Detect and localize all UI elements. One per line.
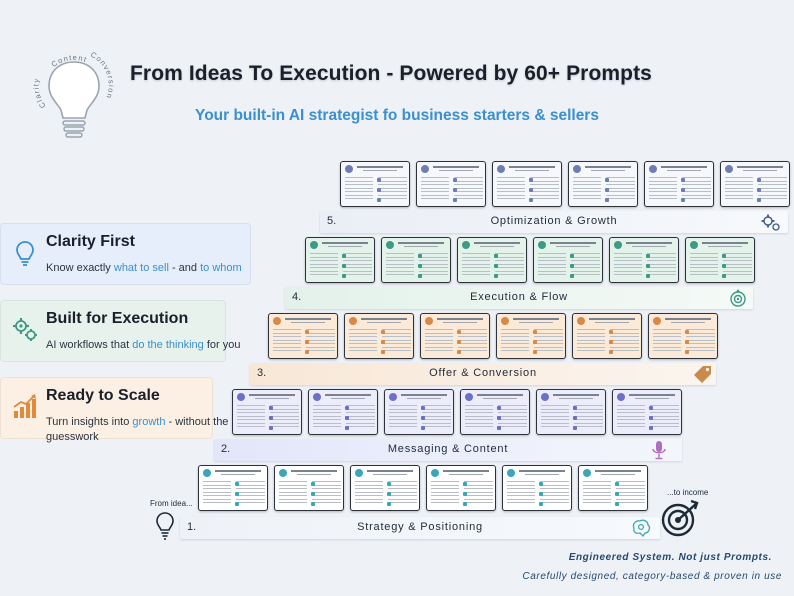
page-title: From Ideas To Execution - Powered by 60+… (130, 62, 652, 85)
lightbulb-logo-icon: Clarity Content Conversion (31, 50, 115, 138)
step-number: 1. (187, 521, 197, 533)
step-label: Messaging & Content (387, 443, 509, 455)
feature-description: Turn insights into growth - without the … (46, 416, 229, 443)
feature-description: Know exactly what to sell - and to whom (46, 262, 242, 274)
prompt-card-thumbnail (612, 389, 682, 435)
prompt-card-thumbnail (268, 313, 338, 359)
prompt-card-thumbnail (533, 237, 603, 283)
step-bar-1: 1. Strategy & Positioning (180, 517, 660, 539)
feature-title: Clarity First (46, 233, 135, 250)
prompt-card-thumbnail (381, 237, 451, 283)
step-bar-4: 4. Execution & Flow (285, 287, 753, 309)
step-label: Execution & Flow (470, 291, 568, 303)
logo-word-clarity: Clarity (31, 77, 46, 110)
target-gear-icon (730, 289, 746, 307)
lightbulb-icon (16, 241, 34, 266)
prompt-card-thumbnail (502, 465, 572, 511)
feature-card-clarity: Clarity First Know exactly what to sell … (0, 223, 251, 285)
prompt-card-thumbnail (457, 237, 527, 283)
step-label: Offer & Conversion (429, 367, 537, 379)
prompt-card-thumbnail (340, 161, 410, 207)
prompt-card-thumbnail (578, 465, 648, 511)
step-label: Optimization & Growth (490, 215, 618, 227)
prompt-card-thumbnail (350, 465, 420, 511)
prompt-card-thumbnail (648, 313, 718, 359)
step-number: 5. (327, 215, 337, 227)
prompt-card-thumbnail (536, 389, 606, 435)
lightbulb-icon (156, 512, 174, 540)
prompt-card-thumbnail (308, 389, 378, 435)
prompt-card-thumbnail (426, 465, 496, 511)
growth-chart-icon (13, 394, 36, 418)
tagline-primary: Engineered System. Not just Prompts. (568, 552, 772, 563)
step-bar-3: 3. Offer & Conversion (250, 363, 716, 385)
step-bar-2: 2. Messaging & Content (214, 439, 682, 461)
prompt-card-thumbnail (568, 161, 638, 207)
feature-title: Built for Execution (46, 310, 189, 327)
step-number: 2. (221, 443, 231, 455)
prompt-card-thumbnail (344, 313, 414, 359)
step-label: Strategy & Positioning (357, 521, 483, 533)
page-subtitle: Your built-in AI strategist fo business … (195, 107, 599, 124)
prompt-card-thumbnail (609, 237, 679, 283)
price-tag-icon (694, 366, 711, 383)
prompt-card-thumbnail (644, 161, 714, 207)
prompt-cards-row-3 (268, 313, 718, 359)
feature-card-execution: Built for Execution AI workflows that do… (0, 300, 240, 362)
prompt-card-thumbnail (460, 389, 530, 435)
gears-icon (13, 318, 37, 341)
brain-gear-icon (632, 519, 651, 538)
prompt-card-thumbnail (572, 313, 642, 359)
prompt-card-thumbnail (274, 465, 344, 511)
prompt-card-thumbnail (416, 161, 486, 207)
prompt-cards-row-4 (305, 237, 755, 283)
feature-card-scale: Ready to Scale Turn insights into growth… (0, 377, 228, 443)
prompt-card-thumbnail (492, 161, 562, 207)
prompt-card-thumbnail (720, 161, 790, 207)
prompt-card-thumbnail (384, 389, 454, 435)
prompt-cards-row-1 (198, 465, 648, 511)
prompt-card-thumbnail (198, 465, 268, 511)
prompt-cards-row-2 (232, 389, 682, 435)
step-number: 4. (292, 291, 302, 303)
prompt-card-thumbnail (420, 313, 490, 359)
prompt-card-thumbnail (305, 237, 375, 283)
svg-text:Clarity: Clarity (31, 77, 47, 110)
step-number: 3. (257, 367, 267, 379)
tagline-secondary: Carefully designed, category-based & pro… (522, 571, 782, 582)
microphone-icon (652, 441, 666, 460)
feature-description: AI workflows that do the thinking for yo… (46, 339, 241, 351)
step-bar-5: 5. Optimization & Growth (320, 211, 788, 233)
target-icon (661, 499, 699, 537)
prompt-card-thumbnail (496, 313, 566, 359)
journey-end-label: ...to income (667, 488, 709, 497)
feature-title: Ready to Scale (46, 387, 160, 404)
prompt-cards-row-5 (340, 161, 790, 207)
prompt-card-thumbnail (232, 389, 302, 435)
gears-icon (761, 214, 780, 231)
journey-start-label: From idea... (150, 499, 193, 508)
prompt-card-thumbnail (685, 237, 755, 283)
